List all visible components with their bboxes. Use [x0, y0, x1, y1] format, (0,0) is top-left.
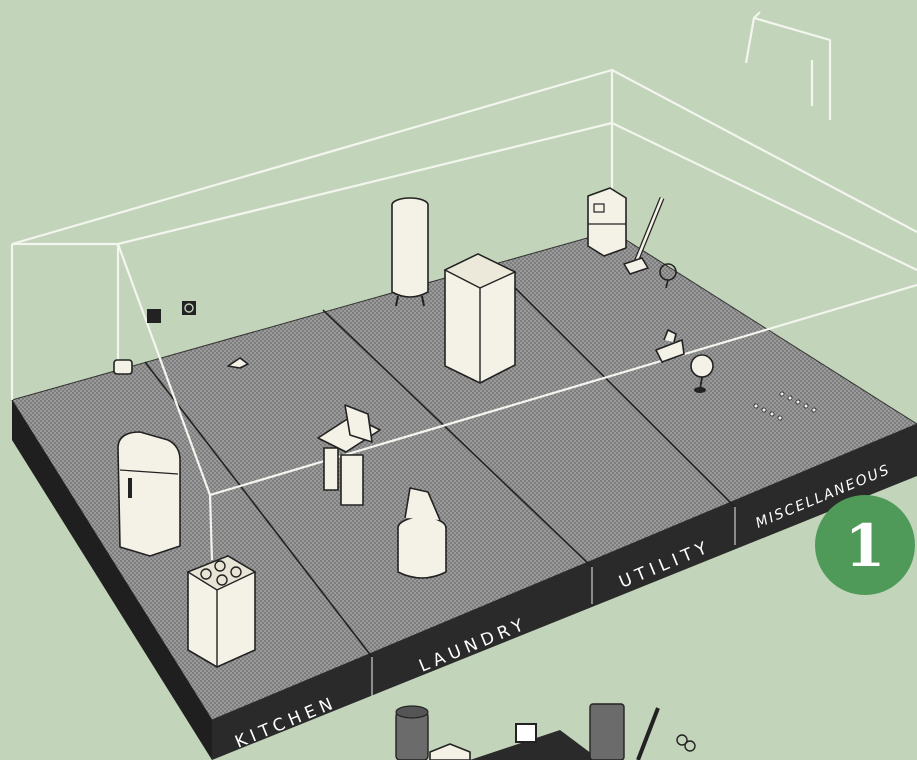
refrigerator-icon	[118, 432, 180, 556]
stove-icon	[188, 556, 255, 667]
refrigerator-small-icon	[588, 188, 626, 256]
outlet-icon	[147, 301, 196, 323]
toaster-icon	[114, 360, 132, 374]
next-illustration-preview	[396, 704, 695, 760]
freezer-icon	[445, 254, 515, 383]
badge-number: 1	[845, 512, 885, 580]
water-heater-icon	[392, 198, 428, 306]
section-number-badge: 1	[815, 495, 915, 595]
